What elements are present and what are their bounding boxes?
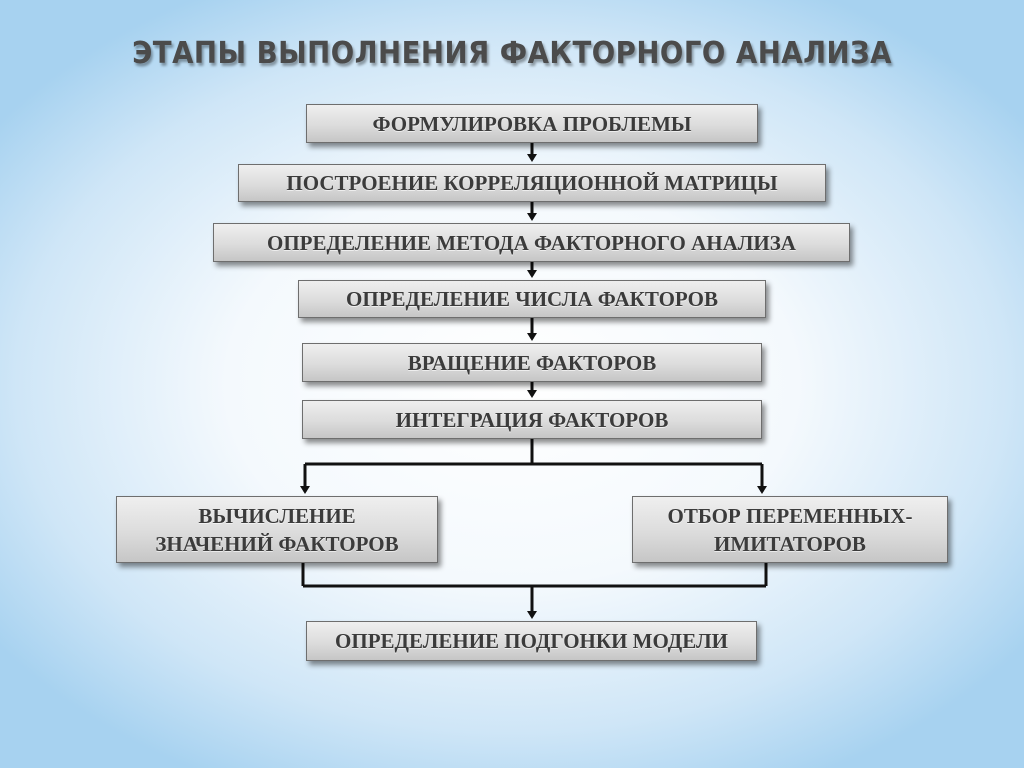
- step-label-line-2: ЗНАЧЕНИЙ ФАКТОРОВ: [155, 531, 399, 556]
- step-label-line-1: ОТБОР ПЕРЕМЕННЫХ-: [667, 503, 913, 528]
- step-number-of-factors: ОПРЕДЕЛЕНИЕ ЧИСЛА ФАКТОРОВ: [298, 280, 766, 318]
- step-label-line-2: ИМИТАТОРОВ: [714, 531, 866, 556]
- step-factor-integration: ИНТЕГРАЦИЯ ФАКТОРОВ: [302, 400, 762, 439]
- step-label-line-1: ВЫЧИСЛЕНИЕ: [198, 503, 356, 528]
- step-correlation-matrix: ПОСТРОЕНИЕ КОРРЕЛЯЦИОННОЙ МАТРИЦЫ: [238, 164, 826, 202]
- step-problem-formulation: ФОРМУЛИРОВКА ПРОБЛЕМЫ: [306, 104, 758, 143]
- step-label: ФОРМУЛИРОВКА ПРОБЛЕМЫ: [372, 111, 692, 136]
- step-surrogate-variables: ОТБОР ПЕРЕМЕННЫХ- ИМИТАТОРОВ: [632, 496, 948, 563]
- step-factor-scores: ВЫЧИСЛЕНИЕ ЗНАЧЕНИЙ ФАКТОРОВ: [116, 496, 438, 563]
- step-label: ИНТЕГРАЦИЯ ФАКТОРОВ: [395, 407, 669, 432]
- step-factor-rotation: ВРАЩЕНИЕ ФАКТОРОВ: [302, 343, 762, 382]
- step-label: ОПРЕДЕЛЕНИЕ ЧИСЛА ФАКТОРОВ: [346, 287, 718, 311]
- step-label: ВРАЩЕНИЕ ФАКТОРОВ: [407, 350, 657, 375]
- step-model-fit: ОПРЕДЕЛЕНИЕ ПОДГОНКИ МОДЕЛИ: [306, 621, 757, 661]
- step-label: ПОСТРОЕНИЕ КОРРЕЛЯЦИОННОЙ МАТРИЦЫ: [286, 171, 778, 195]
- step-method-selection: ОПРЕДЕЛЕНИЕ МЕТОДА ФАКТОРНОГО АНАЛИЗА: [213, 223, 850, 262]
- step-label: ОПРЕДЕЛЕНИЕ ПОДГОНКИ МОДЕЛИ: [335, 629, 728, 653]
- step-label: ОПРЕДЕЛЕНИЕ МЕТОДА ФАКТОРНОГО АНАЛИЗА: [267, 230, 796, 255]
- page-title: ЭТАПЫ ВЫПОЛНЕНИЯ ФАКТОРНОГО АНАЛИЗА: [132, 36, 892, 71]
